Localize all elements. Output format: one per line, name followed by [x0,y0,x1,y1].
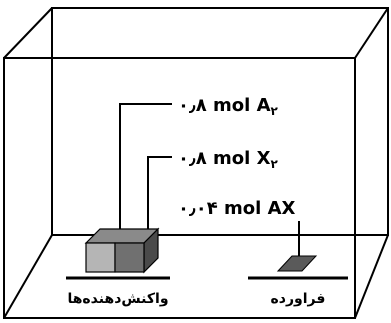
label-x2-species: X [257,148,271,169]
box-wireframe [3,7,389,319]
callout-line-a2 [119,103,172,232]
label-ax-unit: mol [224,198,261,219]
box-edge-bottom-left [3,234,53,319]
label-a2: ۰٫۸ mol A۲ [178,95,279,118]
label-x2-unit: mol [213,148,250,169]
reactant-block-x2 [114,242,145,273]
label-x2-amount: ۰٫۸ [178,148,207,169]
box-edge-top-left [3,7,53,59]
label-ax-amount: ۰٫۰۴ [178,198,218,219]
box-edge-bottom-right [354,234,389,319]
label-a2-unit: mol [213,95,250,116]
callout-line-x2 [147,156,172,232]
label-ax: ۰٫۰۴ mol AX [178,198,296,219]
reactant-blocks [84,227,160,274]
label-a2-amount: ۰٫۸ [178,95,207,116]
label-x2-subscript: ۲ [270,157,278,171]
reactant-block-a2 [85,242,116,273]
box-edge-top-right [354,7,389,59]
label-x2: ۰٫۸ mol X۲ [178,148,278,171]
product-plate-ax [276,255,318,272]
label-a2-subscript: ۲ [271,104,279,118]
callout-lines [119,103,300,257]
caption-reactants: واکنش‌دهنده‌ها [67,291,168,307]
label-ax-species: AX [268,198,296,219]
caption-products: فراورده [271,291,326,307]
label-a2-species: A [257,95,271,116]
